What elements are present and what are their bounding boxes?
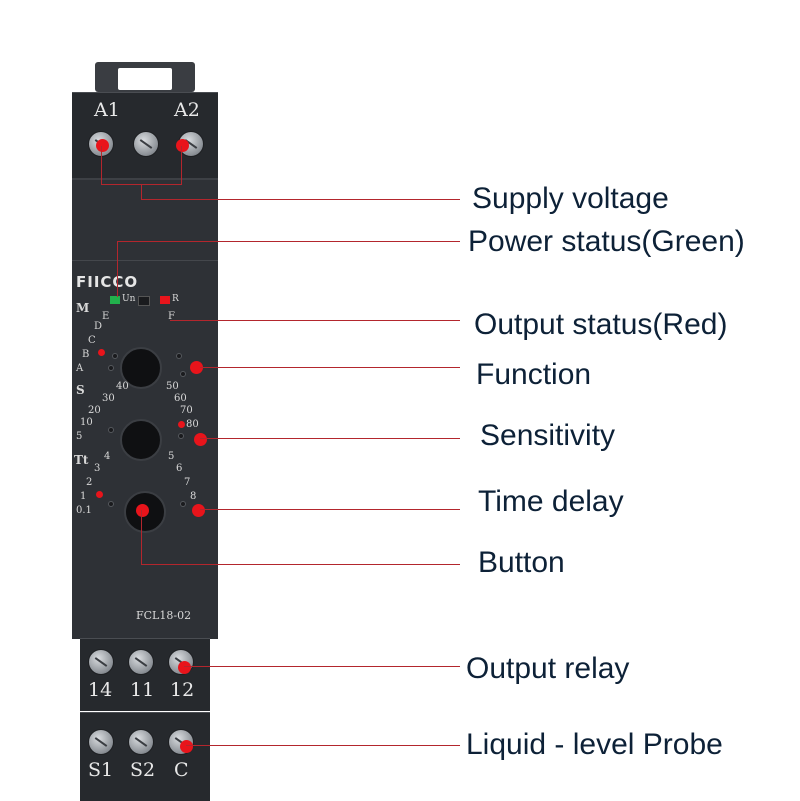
function-marker-dot [190,361,203,374]
led-label-un: Un [122,294,136,304]
sensitivity-tick-60: 60 [174,393,187,404]
terminal-label-12: 12 [170,679,195,701]
callout-output-status: Output status(Red) [474,308,728,341]
function-tick-e: E [102,311,110,322]
terminal-label-s2: S2 [130,759,156,781]
terminal-label-s1: S1 [88,759,114,781]
screw-icon[interactable] [133,131,159,157]
power-led [110,296,120,304]
callout-sensitivity: Sensitivity [480,419,616,452]
sensitivity-indicator-dot [178,421,185,428]
output-terminal-block: 14 11 12 [80,638,210,711]
terminal-label-a2: A2 [174,99,200,121]
function-tick-d: D [94,321,103,332]
sensitivity-tick-70: 70 [180,405,193,416]
screw-icon[interactable] [88,649,114,675]
sensitivity-tick-50: 50 [166,381,179,392]
din-clip-notch [118,68,172,90]
function-tick-c: C [88,335,96,346]
scale-dot [108,427,114,433]
screw-icon[interactable] [128,729,154,755]
time-tick-3: 3 [94,463,101,474]
callout-function: Function [476,358,592,391]
marker-dot-a2 [176,139,189,152]
device-upper-body [72,178,218,262]
callout-liquid-level-probe: Liquid - level Probe [466,728,723,761]
screw-icon[interactable] [88,729,114,755]
output-led [160,296,170,304]
top-terminal-block: A1 A2 [72,92,218,179]
time-tick-8: 8 [190,491,197,502]
leader-line [101,146,102,184]
scale-dot [108,501,114,507]
leader-line [186,745,460,746]
terminal-label-c: C [174,759,189,781]
leader-line [141,510,142,564]
function-tick-f: F [168,311,175,322]
function-tick-a: A [76,363,84,374]
sensitivity-marker-dot [194,433,207,446]
terminal-label-11: 11 [130,679,155,701]
scale-dot [112,353,118,359]
callout-supply-voltage: Supply voltage [472,182,669,215]
leader-line [200,438,460,439]
time-tick-2: 2 [86,477,93,488]
leader-line [117,241,118,297]
terminal-label-a1: A1 [94,99,120,121]
leader-line [141,199,460,200]
time-tick-1: 1 [80,491,87,502]
scale-dot [176,353,182,359]
callout-power-status: Power status(Green) [468,225,745,258]
time-indicator-dot [96,491,103,498]
time-group-label: Tt [74,453,89,467]
function-indicator-dot [98,349,105,356]
probe-marker-dot [180,740,193,753]
sensitivity-tick-20: 20 [88,405,101,416]
time-delay-marker-dot [192,504,205,517]
function-group-label: M [76,301,90,315]
leader-line [141,564,460,565]
sensitivity-knob[interactable] [120,419,162,461]
led-unlit [138,296,150,306]
leader-line [117,241,460,242]
leader-line [170,320,460,321]
callout-time-delay: Time delay [478,485,624,518]
scale-dot [180,501,186,507]
probe-terminal-block: S1 S2 C [80,712,210,801]
scale-dot [180,371,186,377]
callout-button: Button [478,546,565,579]
model-label: FCL18-02 [136,609,192,622]
sensitivity-tick-5: 5 [76,431,83,442]
time-tick-6: 6 [176,463,183,474]
time-tick-4: 4 [104,451,111,462]
terminal-label-14: 14 [88,679,113,701]
screw-icon[interactable] [128,649,154,675]
function-knob[interactable] [120,347,162,389]
leader-line [181,146,182,184]
sensitivity-tick-80: 80 [186,419,199,430]
scale-dot [178,433,184,439]
scale-dot [108,365,114,371]
leader-line [184,666,460,667]
sensitivity-group-label: S [76,383,85,397]
front-panel: FIICCO Un R M E D C B A F S 40 30 20 10 … [72,260,218,639]
brand-logo: FIICCO [76,273,139,291]
sensitivity-tick-40: 40 [116,381,129,392]
callout-output-relay: Output relay [466,652,630,685]
function-tick-b: B [82,349,90,360]
leader-line [141,184,142,200]
time-tick-7: 7 [184,477,191,488]
time-tick-5: 5 [168,451,175,462]
led-label-r: R [172,294,179,304]
leader-line [200,367,460,368]
time-tick-0-1: 0.1 [76,505,92,516]
marker-dot-a1 [96,139,109,152]
button-marker-dot [136,504,149,517]
sensitivity-tick-30: 30 [102,393,115,404]
sensitivity-tick-10: 10 [80,417,93,428]
leader-line [200,509,460,510]
output-relay-marker-dot [178,661,191,674]
